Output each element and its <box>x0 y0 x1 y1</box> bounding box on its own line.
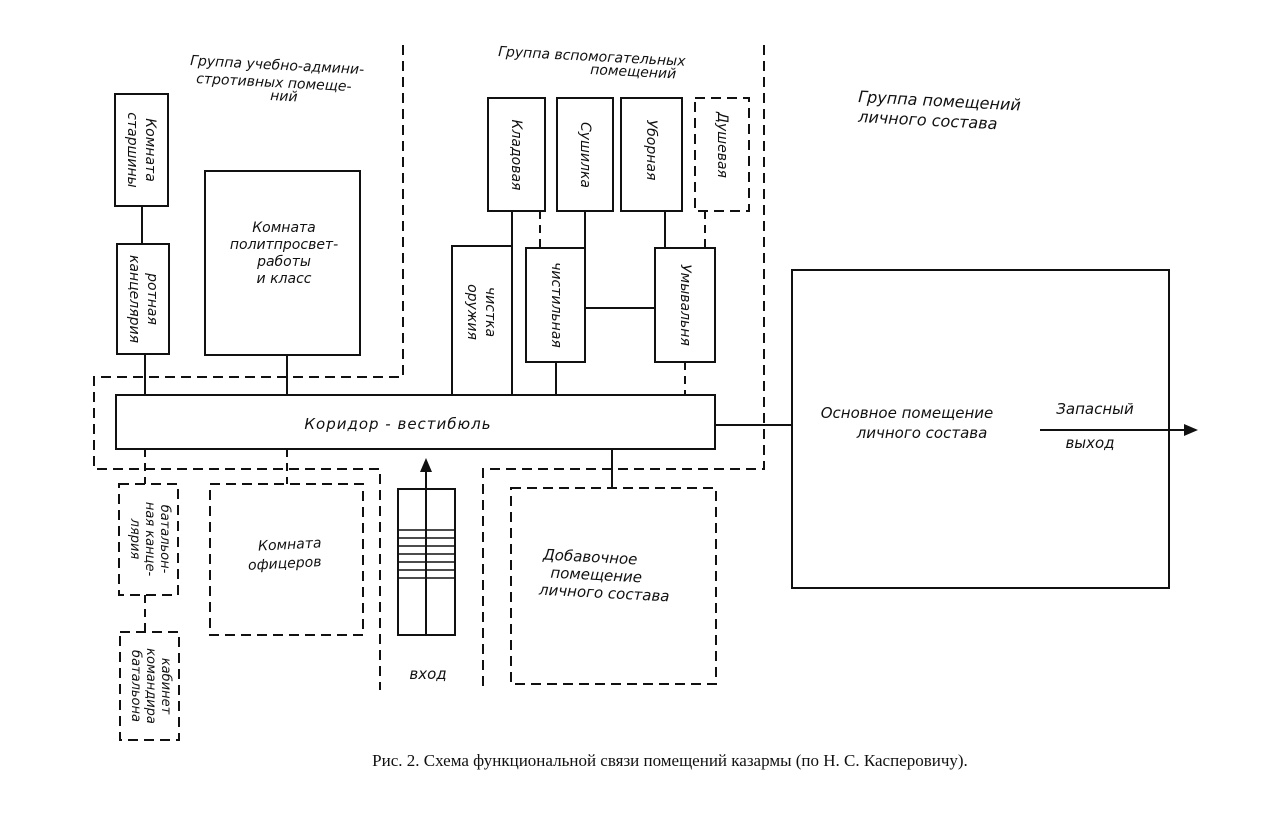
koridor-box <box>115 394 716 450</box>
kabinet-label-2: командира <box>143 648 158 724</box>
politprosvet-label-3: работы <box>256 254 311 270</box>
sushilka-label: Сушилка <box>577 122 593 188</box>
politprosvet-box <box>204 170 361 356</box>
chistilnaya-label: чистильная <box>548 262 564 348</box>
chistka-oruzhiya-label-2: оружия <box>464 284 480 340</box>
ubornaya-label: Уборная <box>643 120 659 181</box>
osnovnoe-label-1: Основное помещение <box>821 404 994 422</box>
kabinet-label-1: кабинет <box>158 658 173 715</box>
kabinet-komandira-box <box>119 631 180 741</box>
politprosvet-label-1: Комната <box>252 220 316 236</box>
dobavochnoe-box <box>510 487 717 685</box>
vhod-arrow-head <box>420 458 432 472</box>
komnata-starshiny-label-1: Комната <box>142 118 158 182</box>
dushevaya-label: Душевая <box>714 111 730 178</box>
admin-group-label-3: ний <box>270 88 298 105</box>
figure-caption: Рис. 2. Схема функциональной связи помещ… <box>372 751 968 770</box>
osnovnoe-label-2: личного состава <box>856 424 988 442</box>
politprosvet-label-4: и класс <box>257 271 312 287</box>
aux-group-label-2: помещений <box>590 62 677 82</box>
kladovaya-label: Кладовая <box>508 120 524 191</box>
dobavochnoe-label-3: личного состава <box>538 581 670 606</box>
rotnaya-kancelyaria-label-1: ротная <box>144 272 160 325</box>
rotnaya-kancelyaria-label-2: канцелярия <box>126 255 142 343</box>
komnata-oficerov-label-1: Комната <box>258 535 322 554</box>
batalonnaya-kancelyaria-box <box>118 483 179 596</box>
admin-group-boundary <box>93 45 404 690</box>
dobavochnoe-label-1: Добавочное <box>542 545 638 568</box>
ubornaya-box <box>620 97 683 212</box>
vyhod-label: выход <box>1065 434 1114 452</box>
zapasny-label: Запасный <box>1056 400 1134 418</box>
komnata-starshiny-label-2: старшины <box>124 112 140 187</box>
rotnaya-kancelyaria-box <box>116 243 170 355</box>
dushevaya-box <box>694 97 750 212</box>
batalonnaya-label-3: лярия <box>127 518 142 560</box>
umyvalnya-label: Умывальня <box>677 264 693 346</box>
chistka-oruzhiya-outline <box>451 245 513 395</box>
exit-arrow-head <box>1184 424 1198 436</box>
batalonnaya-label-2: ная канце- <box>142 502 157 577</box>
vhod-label: вход <box>409 665 446 683</box>
aux-group-boundary <box>482 45 765 690</box>
koridor-label: Коридор - вестибюль <box>304 415 491 433</box>
komnata-starshiny-box <box>114 93 169 207</box>
kladovaya-box <box>487 97 546 212</box>
chistka-oruzhiya-label-1: чистка <box>482 287 498 337</box>
batalonnaya-label-1: батальон- <box>157 505 172 574</box>
politprosvet-label-2: политпросвет- <box>230 237 338 253</box>
komnata-oficerov-label-2: офицеров <box>248 554 322 574</box>
komnata-oficerov-box <box>209 483 364 636</box>
dobavochnoe-label-2: помещение <box>550 564 642 587</box>
kabinet-label-3: батальона <box>128 650 143 722</box>
